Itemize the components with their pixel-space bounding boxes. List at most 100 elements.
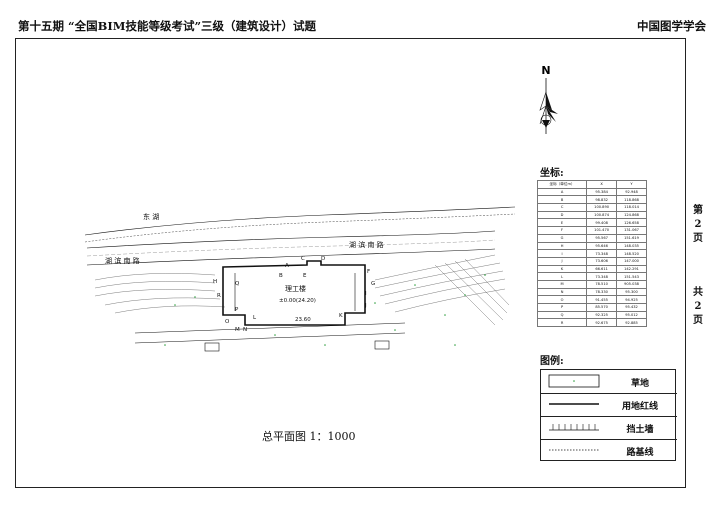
site-plan: 东 湖 湖 滨 南 路 湖 滨 南 路 理工楼 ±0.00(24.20) 23.… [84, 206, 516, 352]
coordinate-y: 92.948 [616, 187, 647, 197]
point-label-p: P [235, 307, 239, 313]
retaining-wall [134, 322, 406, 344]
point-label-r: R [217, 293, 221, 299]
legend-row-roadbed: 路基线 [541, 439, 677, 462]
point-label-i: I [365, 291, 367, 297]
point-label-e: E [303, 273, 307, 279]
coordinate-y: 148.520 [616, 249, 647, 258]
north-arrow-icon: N [539, 64, 558, 134]
coordinate-y: 905.038 [616, 279, 647, 289]
road-edge-north [86, 230, 496, 249]
coordinate-header-x: X [586, 180, 618, 189]
point-label-a: A [285, 263, 289, 269]
building-elevation: ±0.00(24.20) [279, 298, 316, 304]
coordinate-point: O [536, 295, 588, 304]
coordinate-x: 100.874 [586, 210, 618, 220]
coordinate-y: 151.619 [616, 233, 647, 243]
lake-shore [84, 206, 516, 236]
point-label-j: J [364, 303, 367, 309]
legend-label-grass: 草地 [630, 379, 649, 389]
coordinate-x: 91.455 [586, 295, 618, 304]
coordinate-x: 95.384 [586, 187, 618, 197]
page-char-3: 页 [693, 233, 703, 244]
point-label-m: M [235, 327, 240, 333]
point-label-c: C [301, 256, 305, 262]
exam-title: 第十五期 “全国BIM技能等级考试”三级（建筑设计）试题 [18, 19, 317, 33]
coordinate-point: C [536, 203, 588, 212]
coordinate-y: 95.300 [616, 287, 647, 297]
legend-label-boundary: 用地红线 [621, 402, 658, 412]
coordinate-point: L [536, 272, 588, 281]
coordinate-header-y: Y [616, 180, 647, 189]
legend-row-wall: 挡土墙 [541, 416, 677, 440]
coordinate-y: 124.868 [616, 210, 647, 220]
small-structure [374, 340, 390, 350]
retaining-wall-icon [549, 424, 599, 431]
coordinate-point: M [536, 279, 588, 289]
total-char-3: 页 [693, 315, 703, 326]
coordinate-point: N [536, 287, 588, 297]
grass-icon [548, 374, 600, 388]
coordinate-header-name: 坐标（单位m） [536, 180, 588, 189]
coordinate-x: 73.606 [586, 256, 618, 266]
coordinate-point: D [536, 210, 588, 220]
coordinate-x: 78.330 [586, 287, 618, 297]
building-outline [222, 260, 366, 326]
coordinate-x: 100.890 [586, 203, 618, 212]
coordinate-point: J [536, 256, 588, 266]
page-char-1: 第 [693, 205, 703, 216]
coordinate-header-row: 坐标（单位m） X Y [536, 180, 647, 189]
coordinate-x: 73.348 [586, 249, 618, 258]
page-number: 第 2 页 [690, 204, 706, 246]
coordinate-point: B [536, 195, 588, 205]
coordinate-x: 101.470 [586, 226, 618, 235]
point-label-q: Q [235, 281, 240, 287]
legend-box: 草地 用地红线 挡土墙 路基线 [540, 369, 677, 462]
drawing-frame [15, 38, 686, 488]
coordinate-table-title: 坐标: [540, 168, 564, 179]
coordinate-point: F [536, 226, 588, 235]
roadbed-line-icon [549, 449, 599, 451]
point-label-f: F [367, 269, 370, 275]
point-label-d: D [321, 256, 325, 262]
coordinate-x: 92.675 [586, 318, 618, 328]
coordinate-y: 94.925 [616, 295, 647, 304]
coordinate-x: 95.567 [586, 233, 618, 243]
coordinate-x: 99.408 [586, 218, 618, 228]
legend-row-boundary: 用地红线 [541, 393, 677, 417]
coordinate-y: 118.014 [616, 203, 647, 212]
coordinate-y: 131.067 [616, 226, 647, 235]
total-char-1: 共 [693, 287, 703, 298]
coordinate-y: 142.291 [616, 264, 647, 274]
road-label-right: 湖 滨 南 路 [349, 240, 384, 249]
coordinate-y: 92.885 [616, 318, 647, 328]
legend-row-grass: 草地 [541, 370, 677, 394]
coordinate-x: 95.646 [586, 241, 618, 251]
point-label-g: G [371, 281, 375, 287]
coordinate-y: 118.868 [616, 195, 647, 205]
coordinate-x: 92.325 [586, 310, 618, 320]
road-edge-south [86, 248, 496, 266]
coordinate-y: 126.658 [616, 218, 647, 228]
road-label-left: 湖 滨 南 路 [105, 256, 140, 265]
building-name: 理工楼 [285, 284, 306, 293]
point-label-h: H [213, 279, 217, 285]
north-label: N [541, 64, 550, 77]
coordinate-point: K [536, 264, 588, 274]
